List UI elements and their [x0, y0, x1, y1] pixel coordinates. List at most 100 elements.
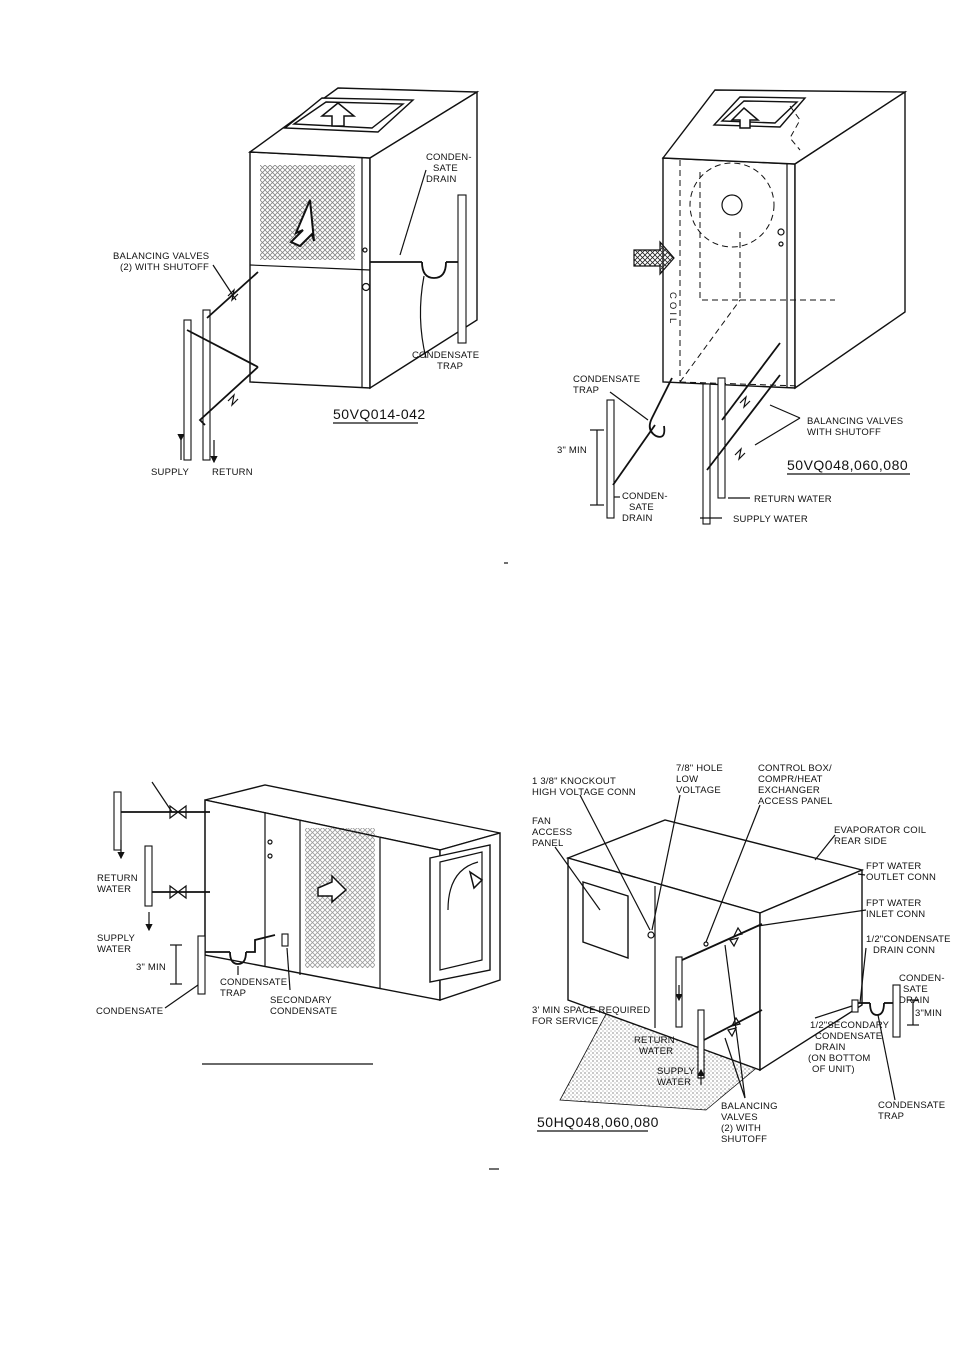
label-3in-min: 3"MIN [915, 1008, 942, 1019]
label-balancing-valves: BALANCING VALVES [807, 416, 903, 427]
label-low-voltage-hole: VOLTAGE [676, 785, 721, 796]
label-3in-min: 3" MIN [136, 962, 166, 973]
water-piping [113, 791, 210, 932]
label-condensate-drain: CONDEN- [426, 152, 472, 163]
label-condensate-drain: DRAIN [622, 513, 653, 524]
label-water-inlet: FPT WATER [866, 898, 921, 909]
label-balancing-valves: SHUTOFF [721, 1134, 767, 1145]
label-condensate-drain: SATE [629, 502, 654, 513]
dimension-3in-min [590, 429, 604, 506]
label-condensate-trap: CONDENSATE [412, 350, 479, 361]
callout-lines [609, 391, 801, 498]
label-water-outlet: OUTLET CONN [866, 872, 936, 883]
label-knockout: 1 3/8" KNOCKOUT [532, 776, 616, 787]
label-balancing-valves: (2) WITH SHUTOFF [120, 262, 209, 273]
label-supply-water: WATER [657, 1077, 691, 1088]
label-condensate-drain: SATE [903, 984, 928, 995]
label-coil: C O I L [667, 292, 678, 324]
label-supply-water: SUPPLY [97, 933, 135, 944]
label-secondary-drain: 1/2"SECONDARY [810, 1020, 890, 1031]
label-low-voltage-hole: LOW [676, 774, 698, 785]
label-balancing-valves: VALVES [721, 1112, 758, 1123]
label-control-box: EXCHANGER [758, 785, 820, 796]
callout-lines [212, 169, 427, 359]
label-secondary-drain: OF UNIT) [812, 1064, 855, 1075]
label-supply-water: SUPPLY [657, 1066, 695, 1077]
water-piping [675, 923, 763, 1085]
label-condensate-trap: TRAP [878, 1111, 904, 1122]
label-service-space: FOR SERVICE [532, 1016, 598, 1027]
label-balancing-valves: BALANCING [721, 1101, 778, 1112]
label-water-inlet: INLET CONN [866, 909, 925, 920]
label-service-space: 3' MIN SPACE REQUIRED [532, 1005, 650, 1016]
label-3in-min: 3" MIN [557, 445, 587, 456]
label-supply-water: WATER [97, 944, 131, 955]
label-fan-access-panel: ACCESS [532, 827, 572, 838]
label-secondary-condensate: CONDENSATE [270, 1006, 337, 1017]
water-piping [177, 271, 259, 464]
label-control-box: COMPR/HEAT [758, 774, 823, 785]
condensate-drain-pipe [197, 933, 289, 995]
label-return-water: RETURN [634, 1035, 675, 1046]
label-knockout: HIGH VOLTAGE CONN [532, 787, 636, 798]
unit-cabinet [204, 784, 501, 1001]
label-condensate-drain: DRAIN [899, 995, 930, 1006]
label-return: RETURN [212, 467, 253, 478]
coil-label: C O I L [667, 292, 678, 324]
label-fan-access-panel: FAN [532, 816, 551, 827]
label-condensate-trap: CONDENSATE [573, 374, 640, 385]
airflow-diagonal-arrow-icon [289, 199, 315, 248]
label-return-water: RETURN WATER [754, 494, 832, 505]
label-fan-access-panel: PANEL [532, 838, 563, 849]
callout-lines [151, 781, 291, 1009]
label-condensate: CONDENSATE [96, 1006, 163, 1017]
unit-cabinet [247, 87, 480, 390]
label-condensate-trap: CONDENSATE [878, 1100, 945, 1111]
label-balancing-valves: WITH SHUTOFF [807, 427, 881, 438]
label-condensate-drain: CONDEN- [899, 973, 945, 984]
label-secondary-condensate: SECONDARY [270, 995, 332, 1006]
label-secondary-drain: CONDENSATE [815, 1031, 882, 1042]
label-water-outlet: FPT WATER [866, 861, 921, 872]
label-condensate-trap: TRAP [437, 361, 463, 372]
label-condensate-drain-conn: 1/2"CONDENSATE [866, 934, 951, 945]
label-supply: SUPPLY [151, 467, 189, 478]
figure-horizontal-unit-large: 1 3/8" KNOCKOUT HIGH VOLTAGE CONN 7/8" H… [532, 763, 951, 1145]
callout-lines [554, 794, 896, 1101]
model-number: 50VQ048,060,080 [787, 457, 908, 473]
label-balancing-valves: BALANCING VALVES [113, 251, 209, 262]
unit-cabinet [565, 819, 865, 1072]
model-number: 50VQ014-042 [333, 406, 426, 422]
condensate-drain-pipe [370, 194, 467, 344]
figure-horizontal-unit-small: RETURN WATER SUPPLY WATER 3" MIN CONDENS… [96, 781, 501, 1065]
label-return-water: RETURN [97, 873, 138, 884]
label-evaporator-coil: EVAPORATOR COIL [834, 825, 926, 836]
label-evaporator-coil: REAR SIDE [834, 836, 887, 847]
dimension-3in-min [170, 944, 182, 985]
label-condensate-trap: TRAP [220, 988, 246, 999]
unit-cabinet [661, 89, 908, 390]
airflow-up-arrow-icon [319, 102, 357, 127]
label-balancing-valves: (2) WITH [721, 1123, 761, 1134]
condensate-drain-pipe [606, 377, 673, 519]
figure-vertical-unit-large: C O I L CONDENSATE TR [557, 89, 910, 525]
label-control-box: CONTROL BOX/ [758, 763, 832, 774]
label-secondary-drain: (ON BOTTOM [808, 1053, 871, 1064]
dimension-3in-min [907, 999, 919, 1026]
airflow-arrow-icon [317, 870, 484, 904]
label-secondary-drain: DRAIN [815, 1042, 846, 1053]
figure-vertical-unit-small: CONDEN- SATE DRAIN BALANCING VALVES (2) … [113, 87, 480, 478]
label-condensate-drain-conn: DRAIN CONN [873, 945, 935, 956]
label-condensate-trap: CONDENSATE [220, 977, 287, 988]
air-inlet-arrow-icon [633, 240, 675, 276]
label-low-voltage-hole: 7/8" HOLE [676, 763, 723, 774]
label-supply-water: SUPPLY WATER [733, 514, 808, 525]
label-control-box: ACCESS PANEL [758, 796, 833, 807]
model-number: 50HQ048,060,080 [537, 1114, 659, 1130]
airflow-up-arrow-icon [730, 106, 761, 129]
label-condensate-drain: SATE [433, 163, 458, 174]
label-return-water: WATER [639, 1046, 673, 1057]
water-piping [700, 342, 781, 525]
label-condensate-trap: TRAP [573, 385, 599, 396]
